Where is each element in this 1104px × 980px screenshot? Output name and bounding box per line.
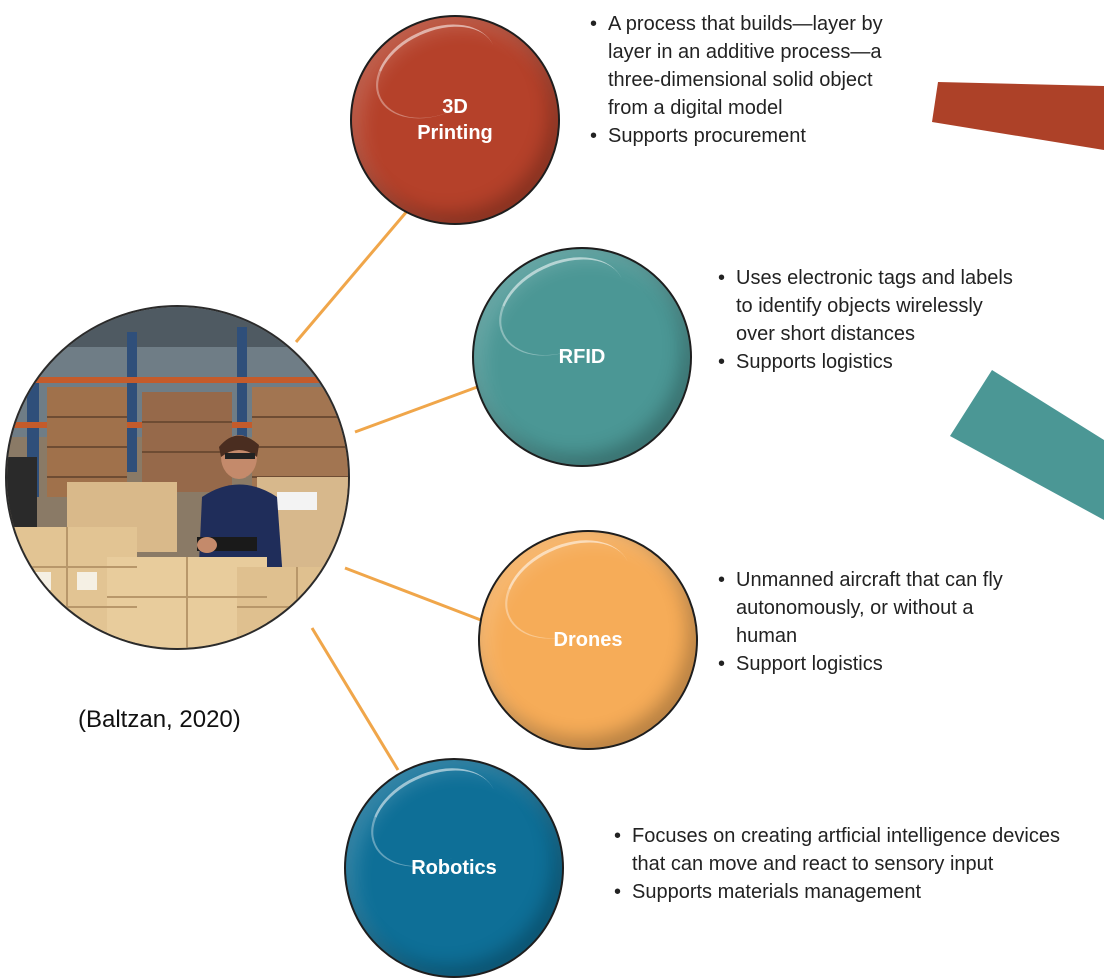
node-drones-label: Drones: [553, 629, 623, 651]
bullet-rfid-1: Uses electronic tags and labels to ident…: [714, 264, 1014, 348]
connector-drones: [344, 566, 487, 624]
connector-rfid: [354, 384, 481, 434]
bullets-robotics: Focuses on creating artficial intelligen…: [610, 822, 1090, 906]
bullets-rfid: Uses electronic tags and labels to ident…: [714, 264, 1014, 376]
node-robotics: Robotics: [344, 749, 564, 978]
node-drones: Drones: [478, 521, 698, 750]
connector-robotics: [310, 627, 400, 771]
node-rfid-label: RFID: [558, 346, 606, 368]
warehouse-photo: [5, 305, 350, 650]
node-robotics-label: Robotics: [411, 857, 497, 879]
bullet-3d-printing-2: Supports procurement: [586, 122, 886, 150]
bullet-robotics-1: Focuses on creating artficial intelligen…: [610, 822, 1090, 878]
citation-caption: (Baltzan, 2020): [78, 706, 241, 733]
bullets-3d-printing: A process that builds—layer by layer in …: [586, 10, 886, 150]
bullet-rfid-2: Supports logistics: [714, 348, 1014, 376]
connector-3d-printing: [294, 209, 410, 343]
bullet-robotics-2: Supports materials management: [610, 878, 1090, 906]
node-3d-printing-label: 3D Printing: [417, 96, 493, 144]
bullet-drones-2: Support logistics: [714, 650, 1014, 678]
bullet-drones-1: Unmanned aircraft that can fly autonomou…: [714, 566, 1014, 650]
bullet-3d-printing-1: A process that builds—layer by layer in …: [586, 10, 886, 122]
bullets-drones: Unmanned aircraft that can fly autonomou…: [714, 566, 1014, 678]
node-rfid: RFID: [472, 238, 692, 467]
node-3d-printing: 3D Printing: [350, 6, 560, 225]
warehouse-worker-illustration: [7, 307, 348, 648]
